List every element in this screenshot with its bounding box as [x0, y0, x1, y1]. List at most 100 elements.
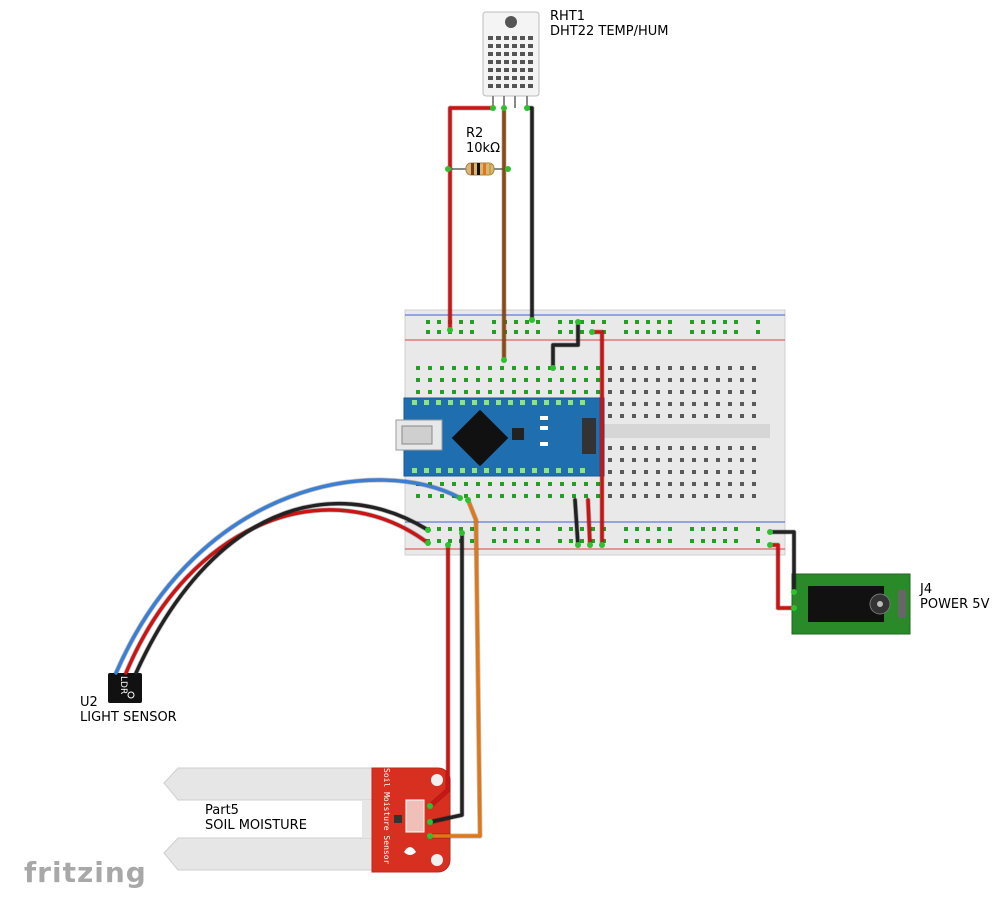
- breadboard-hole: [740, 366, 744, 370]
- breadboard-hole: [692, 390, 696, 394]
- wire-end: [427, 803, 433, 809]
- nano-pin: [532, 400, 537, 405]
- breadboard-hole: [492, 320, 496, 324]
- wire-end: [791, 605, 797, 611]
- breadboard-hole: [620, 458, 624, 462]
- breadboard-hole: [646, 330, 650, 334]
- breadboard-hole: [704, 482, 708, 486]
- breadboard-hole: [701, 527, 705, 531]
- breadboard-hole: [752, 482, 756, 486]
- breadboard-hole: [716, 414, 720, 418]
- breadboard-hole: [580, 527, 584, 531]
- breadboard-hole: [569, 539, 573, 543]
- breadboard-hole: [596, 378, 600, 382]
- j4-name: POWER 5V: [920, 597, 990, 612]
- breadboard-hole: [680, 390, 684, 394]
- nano-pin: [460, 468, 465, 473]
- wire-end: [524, 105, 530, 111]
- breadboard-hole: [656, 470, 660, 474]
- breadboard-hole: [536, 482, 540, 486]
- breadboard-hole: [514, 539, 518, 543]
- breadboard-hole: [752, 414, 756, 418]
- breadboard-hole: [635, 539, 639, 543]
- breadboard-hole: [656, 482, 660, 486]
- breadboard-hole: [701, 539, 705, 543]
- breadboard-hole: [632, 446, 636, 450]
- breadboard-hole: [470, 539, 474, 543]
- breadboard-hole: [704, 366, 708, 370]
- breadboard-hole: [492, 330, 496, 334]
- breadboard-hole: [464, 366, 468, 370]
- breadboard-hole: [608, 494, 612, 498]
- breadboard-hole: [752, 366, 756, 370]
- dht-vent: [496, 84, 501, 88]
- breadboard-hole: [488, 366, 492, 370]
- breadboard-hole: [657, 320, 661, 324]
- wire-jack-vcc: [768, 543, 796, 610]
- breadboard-hole: [548, 494, 552, 498]
- breadboard-hole: [560, 366, 564, 370]
- wire-ldr-signal: [114, 478, 462, 675]
- breadboard-hole: [608, 402, 612, 406]
- breadboard-hole: [668, 527, 672, 531]
- wire-end: [459, 530, 465, 536]
- dht-vent: [496, 76, 501, 80]
- breadboard-hole: [752, 402, 756, 406]
- breadboard-hole: [752, 458, 756, 462]
- breadboard-hole: [514, 320, 518, 324]
- breadboard-hole: [656, 366, 660, 370]
- nano-pin: [496, 400, 501, 405]
- breadboard-hole: [452, 378, 456, 382]
- breadboard-hole: [500, 482, 504, 486]
- breadboard-hole: [644, 414, 648, 418]
- wire-end: [501, 357, 507, 363]
- dht-vent: [512, 36, 517, 40]
- breadboard-hole: [728, 378, 732, 382]
- wire-end: [427, 819, 433, 825]
- breadboard-hole: [488, 482, 492, 486]
- dht22-sensor: [482, 11, 540, 108]
- breadboard-hole: [712, 539, 716, 543]
- nano-pin: [556, 400, 561, 405]
- rht1-name: DHT22 TEMP/HUM: [550, 24, 669, 39]
- breadboard-hole: [503, 527, 507, 531]
- breadboard-hole: [572, 378, 576, 382]
- dht-vent: [512, 60, 517, 64]
- ldr-light-sensor: LDR: [108, 673, 142, 703]
- breadboard-hole: [512, 494, 516, 498]
- breadboard-hole: [668, 366, 672, 370]
- breadboard-hole: [591, 320, 595, 324]
- dht-vent: [520, 36, 525, 40]
- breadboard-hole: [656, 458, 660, 462]
- breadboard-hole: [512, 390, 516, 394]
- breadboard-hole: [680, 470, 684, 474]
- breadboard-hole: [572, 482, 576, 486]
- breadboard-hole: [728, 390, 732, 394]
- breadboard-hole: [734, 527, 738, 531]
- breadboard-hole: [464, 390, 468, 394]
- wire-bottom-vcc: [586, 498, 592, 547]
- breadboard-hole: [608, 414, 612, 418]
- breadboard-hole: [656, 378, 660, 382]
- nano-pin: [544, 400, 549, 405]
- breadboard-hole: [416, 494, 420, 498]
- breadboard-hole: [476, 482, 480, 486]
- breadboard-hole: [620, 390, 624, 394]
- breadboard-hole: [680, 402, 684, 406]
- breadboard-hole: [704, 402, 708, 406]
- breadboard-hole: [704, 378, 708, 382]
- breadboard-hole: [416, 378, 420, 382]
- breadboard-hole: [657, 527, 661, 531]
- breadboard-hole: [680, 482, 684, 486]
- wire-end: [575, 542, 581, 548]
- breadboard-hole: [723, 539, 727, 543]
- breadboard-hole: [548, 482, 552, 486]
- fritzing-watermark: fritzing: [24, 856, 147, 889]
- dht-vent: [504, 76, 509, 80]
- breadboard-hole: [632, 470, 636, 474]
- nano-pin: [472, 468, 477, 473]
- breadboard-hole: [548, 390, 552, 394]
- breadboard-hole: [740, 458, 744, 462]
- breadboard-hole: [620, 446, 624, 450]
